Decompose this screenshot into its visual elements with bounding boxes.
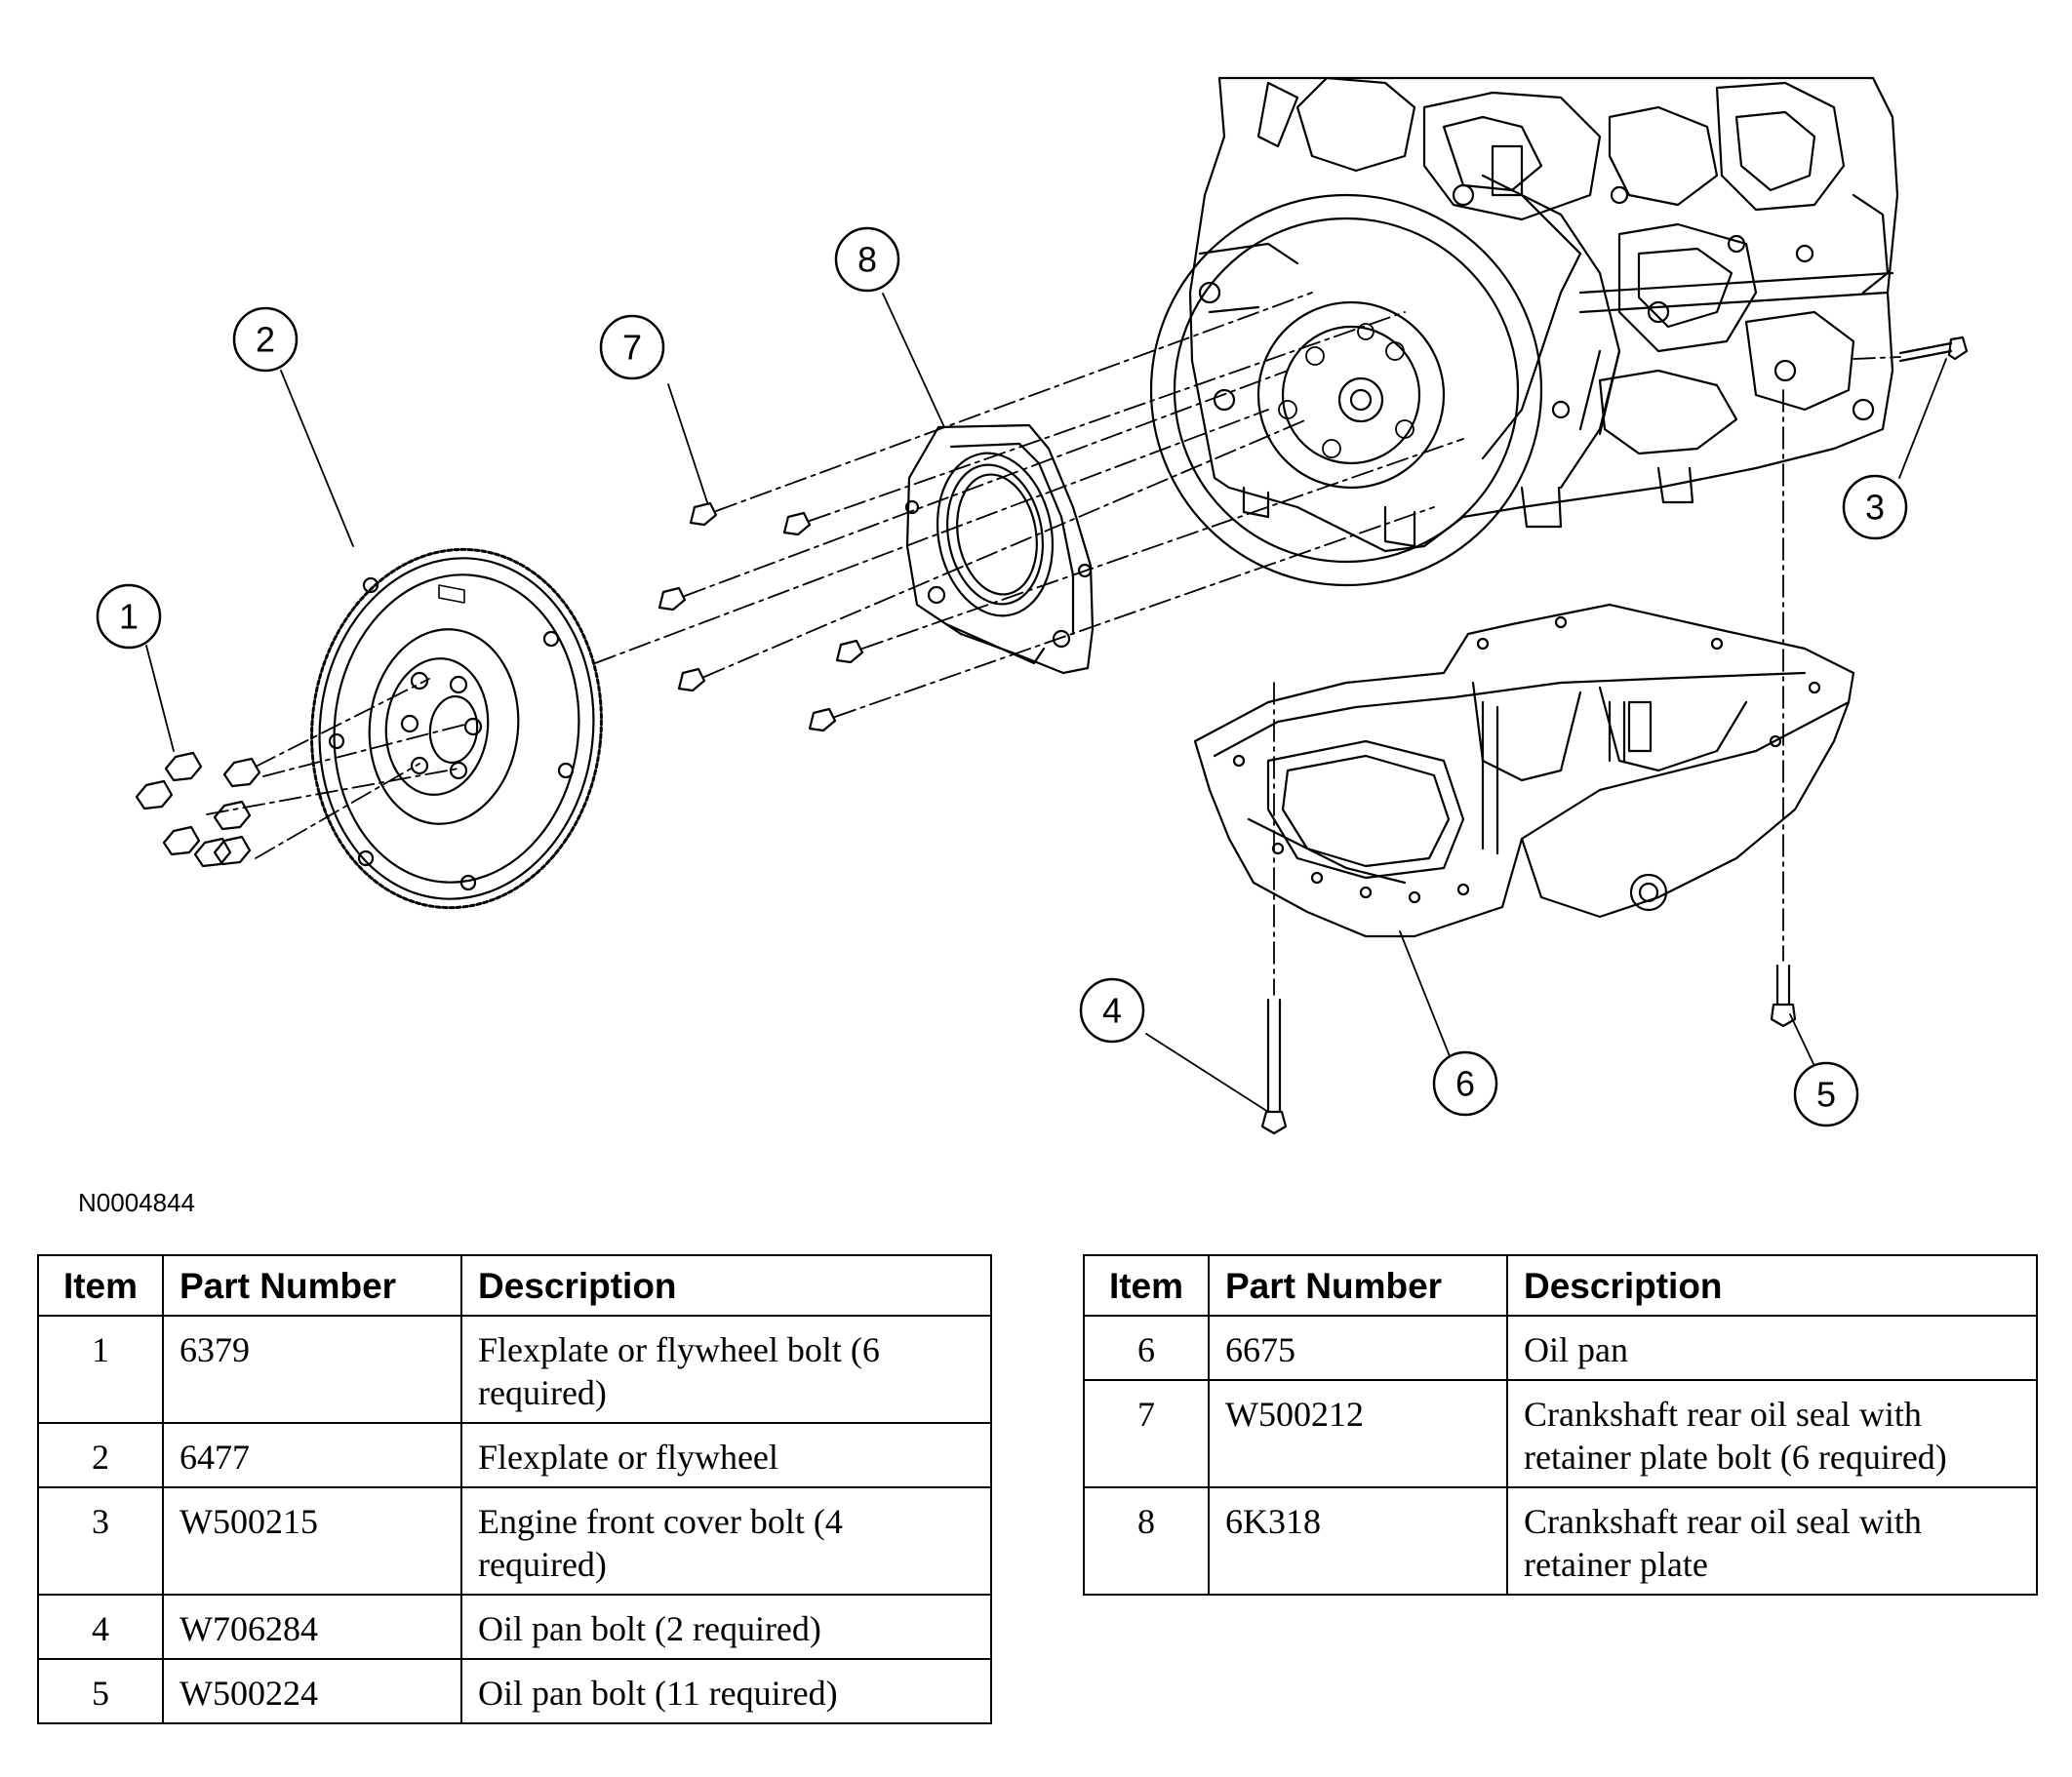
table-row: 4 W706284 Oil pan bolt (2 required) bbox=[37, 1594, 992, 1660]
part-number-cell: 6K318 bbox=[1208, 1486, 1508, 1596]
part-number-cell: W500224 bbox=[162, 1658, 462, 1724]
alignment-lines bbox=[206, 292, 1901, 996]
oil-pan-bolt-5 bbox=[1770, 964, 1797, 1028]
table-row: 6 6675 Oil pan bbox=[1083, 1315, 2038, 1381]
item-cell: 7 bbox=[1083, 1379, 1210, 1488]
svg-text:5: 5 bbox=[1816, 1075, 1836, 1115]
header-description: Description bbox=[1506, 1254, 2038, 1317]
callout-2: 2 bbox=[232, 306, 299, 373]
table-row: 8 6K318 Crankshaft rear oil seal with re… bbox=[1083, 1486, 2038, 1596]
header-description: Description bbox=[460, 1254, 992, 1317]
item-cell: 4 bbox=[37, 1594, 164, 1660]
part-number-cell: 6477 bbox=[162, 1422, 462, 1488]
svg-text:2: 2 bbox=[256, 320, 275, 360]
description-cell: Oil pan bolt (2 required) bbox=[460, 1594, 992, 1660]
flexplate-bolts bbox=[135, 751, 261, 868]
header-item: Item bbox=[37, 1254, 164, 1317]
parts-table-right: Item Part Number Description 6 6675 Oil … bbox=[1083, 1254, 2038, 1596]
item-cell: 8 bbox=[1083, 1486, 1210, 1596]
header-part-number: Part Number bbox=[1208, 1254, 1508, 1317]
description-cell: Crankshaft rear oil seal with retainer p… bbox=[1506, 1486, 2038, 1596]
callout-5: 5 bbox=[1793, 1061, 1859, 1127]
parts-table-left: Item Part Number Description 1 6379 Flex… bbox=[37, 1254, 992, 1724]
engine-block bbox=[1149, 76, 1899, 587]
item-cell: 6 bbox=[1083, 1315, 1210, 1381]
callout-7: 7 bbox=[599, 314, 665, 380]
exploded-view-diagram: 1 2 3 4 5 6 7 8 bbox=[96, 76, 1969, 1135]
item-cell: 5 bbox=[37, 1658, 164, 1724]
callout-4: 4 bbox=[1079, 977, 1145, 1044]
table-row: 1 6379 Flexplate or flywheel bolt (6 req… bbox=[37, 1315, 992, 1424]
item-cell: 1 bbox=[37, 1315, 164, 1424]
figure-id: N0004844 bbox=[78, 1188, 195, 1217]
table-row: 3 W500215 Engine front cover bolt (4 req… bbox=[37, 1486, 992, 1596]
header-part-number: Part Number bbox=[162, 1254, 462, 1317]
front-cover-bolt bbox=[1898, 336, 1969, 363]
header-item: Item bbox=[1083, 1254, 1210, 1317]
svg-text:1: 1 bbox=[119, 597, 139, 637]
item-cell: 2 bbox=[37, 1422, 164, 1488]
description-cell: Flexplate or flywheel bolt (6 required) bbox=[460, 1315, 992, 1424]
svg-text:6: 6 bbox=[1455, 1064, 1475, 1104]
table-header-row: Item Part Number Description bbox=[1083, 1254, 2038, 1317]
part-number-cell: W706284 bbox=[162, 1594, 462, 1660]
svg-text:4: 4 bbox=[1102, 991, 1122, 1031]
description-cell: Oil pan bbox=[1506, 1315, 2038, 1381]
part-number-cell: W500215 bbox=[162, 1486, 462, 1596]
part-number-cell: 6379 bbox=[162, 1315, 462, 1424]
leader-lines bbox=[145, 293, 1947, 1113]
table-header-row: Item Part Number Description bbox=[37, 1254, 992, 1317]
part-number-cell: 6675 bbox=[1208, 1315, 1508, 1381]
table-row: 5 W500224 Oil pan bolt (11 required) bbox=[37, 1658, 992, 1724]
table-row: 2 6477 Flexplate or flywheel bbox=[37, 1422, 992, 1488]
svg-text:3: 3 bbox=[1865, 488, 1885, 528]
oil-pan bbox=[1193, 603, 1855, 938]
retainer-bolts bbox=[657, 501, 864, 732]
callout-6: 6 bbox=[1432, 1050, 1498, 1117]
description-cell: Crankshaft rear oil seal with retainer p… bbox=[1506, 1379, 2038, 1488]
callout-8: 8 bbox=[834, 226, 900, 293]
description-cell: Flexplate or flywheel bbox=[460, 1422, 992, 1488]
part-number-cell: W500212 bbox=[1208, 1379, 1508, 1488]
callout-3: 3 bbox=[1842, 474, 1908, 540]
description-cell: Engine front cover bolt (4 required) bbox=[460, 1486, 992, 1596]
flexplate bbox=[310, 547, 603, 910]
svg-text:8: 8 bbox=[857, 240, 877, 280]
svg-text:7: 7 bbox=[622, 328, 642, 368]
item-cell: 3 bbox=[37, 1486, 164, 1596]
table-row: 7 W500212 Crankshaft rear oil seal with … bbox=[1083, 1379, 2038, 1488]
description-cell: Oil pan bolt (11 required) bbox=[460, 1658, 992, 1724]
oil-pan-bolt-4 bbox=[1260, 998, 1288, 1135]
callout-1: 1 bbox=[96, 583, 162, 650]
